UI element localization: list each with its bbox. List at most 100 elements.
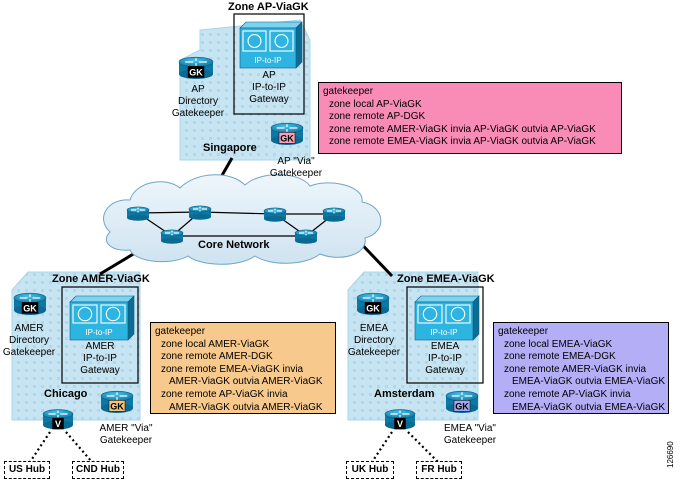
badge-icon xyxy=(108,400,126,412)
config-line: zone local AMER-ViaGK xyxy=(161,338,270,350)
router-arrows-icon xyxy=(267,208,283,214)
config-line: zone local AP-ViaGK xyxy=(329,98,422,110)
router-arrows-icon xyxy=(362,294,384,302)
gateway-circuit-icon xyxy=(417,304,471,324)
gateway-badge-label: IP-to-IP xyxy=(254,56,281,65)
config-line: zone local EMEA-ViaGK xyxy=(504,338,613,350)
router-arrows-icon xyxy=(192,206,208,212)
router-arrows-icon xyxy=(19,294,41,302)
router-arrows-icon xyxy=(276,124,298,132)
hub-us: US Hub xyxy=(4,461,50,479)
core-router-2 xyxy=(188,205,212,220)
router-arrows-icon xyxy=(390,410,410,418)
router-arrows-icon xyxy=(130,207,146,213)
emea-directory-gatekeeper: GK xyxy=(356,292,390,315)
core-router-4 xyxy=(322,207,346,222)
router-arrows-icon xyxy=(185,58,207,66)
config-line: gatekeeper xyxy=(323,86,374,97)
amer-via-gatekeeper: GK xyxy=(100,390,134,413)
core-router-5 xyxy=(160,229,184,244)
config-line: zone remote AMER-ViaGK invia AP-ViaGK ou… xyxy=(329,123,596,135)
badge-icon xyxy=(52,417,64,430)
config-line: zone remote AP-DGK xyxy=(329,111,426,123)
amer-ip-to-ip-gateway: IP-to-IP xyxy=(69,295,135,341)
hub-cnd: CND Hub xyxy=(72,461,124,479)
config-line: gatekeeper xyxy=(155,326,206,337)
router-arrows-icon xyxy=(298,230,314,236)
badge-label: V xyxy=(397,419,403,429)
amer-directory-gatekeeper: GK xyxy=(13,292,47,315)
gateway-badge-label: IP-to-IP xyxy=(430,328,457,337)
badge-label: GK xyxy=(110,401,124,411)
config-line: AMER-ViaGK outvia AMER-ViaGK xyxy=(169,401,323,413)
amer-voice-router: V xyxy=(42,409,74,430)
badge-label: GK xyxy=(280,133,294,143)
gateway-circuit-icon xyxy=(242,30,294,52)
ap-directory-gatekeeper: GK xyxy=(178,56,214,79)
badge-icon xyxy=(364,302,382,314)
badge-label: GK xyxy=(366,303,380,313)
core-network-label: Core Network xyxy=(198,239,270,251)
config-line: EMEA-ViaGK outvia EMEA-ViaGK xyxy=(512,401,666,413)
core-router-3 xyxy=(263,207,287,222)
config-line: zone remote EMEA-ViaGK invia xyxy=(161,363,304,375)
router-arrows-icon xyxy=(106,392,128,400)
config-line: zone remote AP-ViaGK invia xyxy=(504,388,631,400)
config-line: zone remote EMEA-ViaGK invia AP-ViaGK ou… xyxy=(329,136,596,148)
zone-box-amer xyxy=(61,286,139,384)
amer-via-label: AMER "Via"Gatekeeper xyxy=(99,423,153,446)
config-line: zone remote AMER-DGK xyxy=(161,351,273,363)
hub-fr: FR Hub xyxy=(416,461,462,479)
config-line: zone remote EMEA-DGK xyxy=(504,351,616,363)
badge-icon xyxy=(453,400,471,412)
emea-via-gatekeeper: GK xyxy=(445,390,479,413)
config-line: zone remote AP-ViaGK invia xyxy=(161,388,288,400)
hub-links xyxy=(29,431,439,463)
badge-label: V xyxy=(55,419,61,429)
hub-uk: UK Hub xyxy=(346,461,394,479)
badge-icon xyxy=(278,132,296,144)
zone-box-emea xyxy=(406,286,484,384)
emea-via-label: EMEA "Via"Gatekeeper xyxy=(443,423,497,446)
badge-icon xyxy=(187,66,205,78)
emea-ip-to-ip-gateway: IP-to-IP xyxy=(414,295,480,341)
router-arrows-icon xyxy=(164,230,180,236)
figure-number: 126690 xyxy=(666,441,675,468)
core-router-6 xyxy=(294,229,318,244)
ap-ip-to-ip-gateway: IP-to-IP xyxy=(239,21,303,69)
badge-icon xyxy=(394,417,406,430)
zone-box-ap xyxy=(233,13,305,115)
badge-icon xyxy=(21,302,39,314)
city-singapore: Singapore xyxy=(203,142,257,154)
zone-title-emea: Zone EMEA-ViaGK xyxy=(397,273,495,285)
router-arrows-icon xyxy=(326,208,342,214)
badge-label: GK xyxy=(455,401,469,411)
ap-via-label: AP "Via"Gatekeeper xyxy=(269,156,323,179)
city-chicago: Chicago xyxy=(44,388,88,400)
config-line: gatekeeper xyxy=(498,326,549,337)
router-arrows-icon xyxy=(48,410,68,418)
emea-voice-router: V xyxy=(384,409,416,430)
zone-title-ap: Zone AP-ViaGK xyxy=(228,1,309,13)
gateway-circuit-icon xyxy=(72,304,126,324)
badge-label: GK xyxy=(23,303,37,313)
badge-label: GK xyxy=(189,67,203,77)
ap-via-gatekeeper: GK xyxy=(270,122,304,145)
zone-title-amer: Zone AMER-ViaGK xyxy=(52,273,150,285)
config-line: zone remote AMER-ViaGK invia xyxy=(504,363,647,375)
core-router-1 xyxy=(126,206,150,221)
router-arrows-icon xyxy=(451,392,473,400)
city-amsterdam: Amsterdam xyxy=(374,388,435,400)
config-line: AMER-ViaGK outvia AMER-ViaGK xyxy=(169,376,323,388)
